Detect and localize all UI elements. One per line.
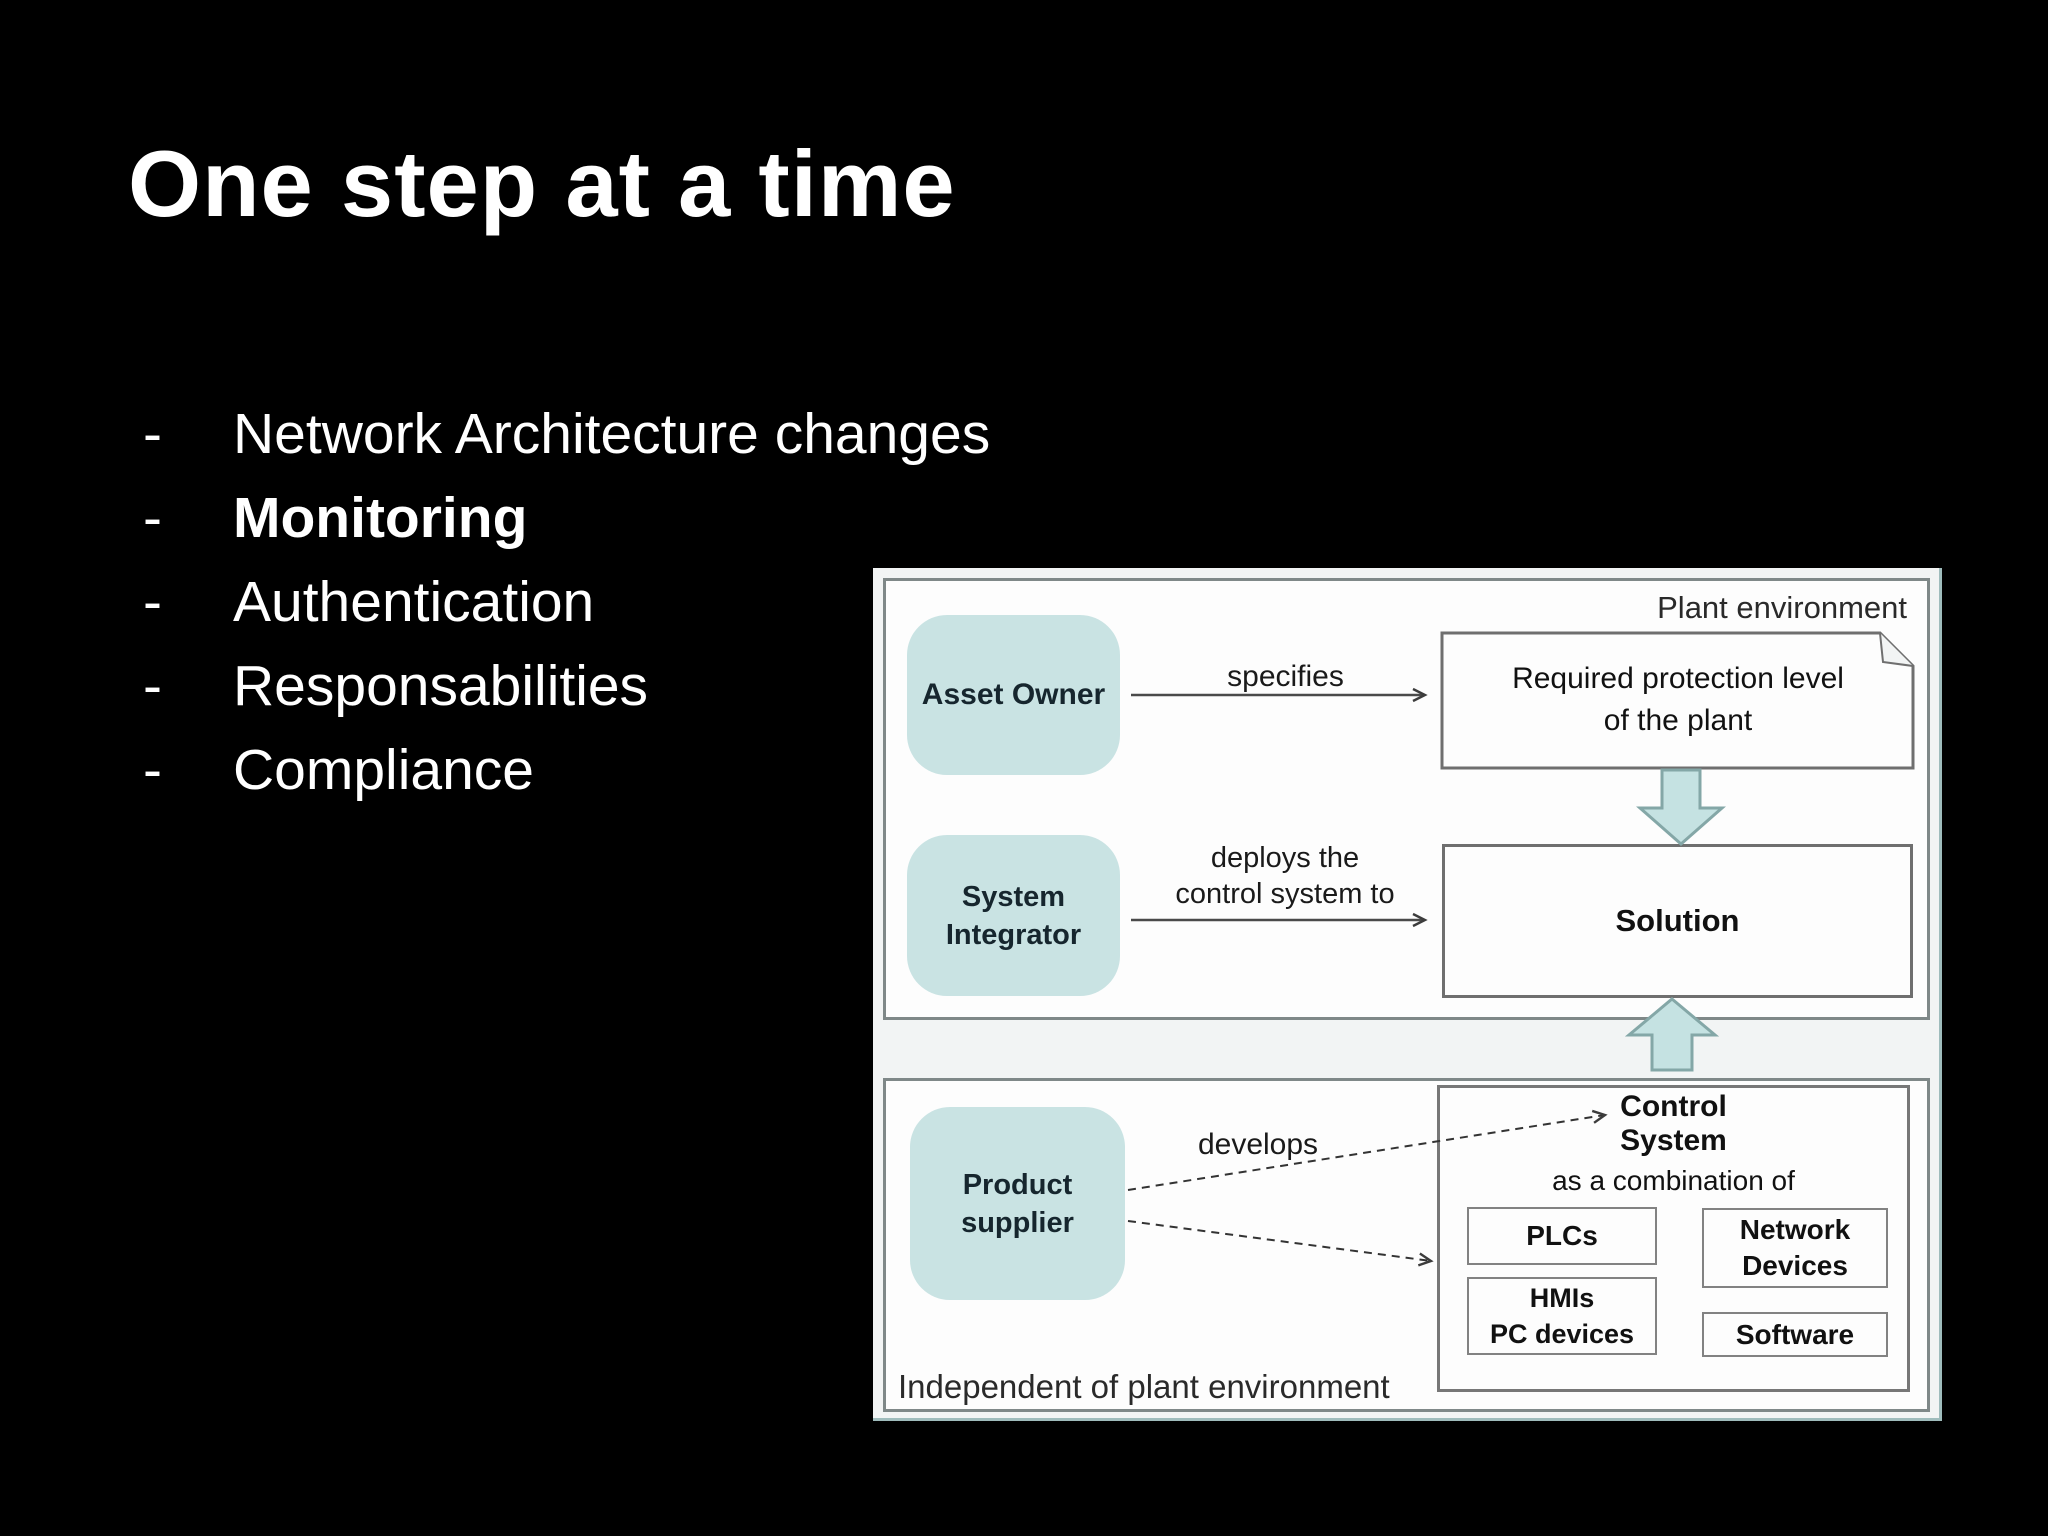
bullet-item-4: - Compliance xyxy=(143,728,990,812)
hmis-box: HMIs PC devices xyxy=(1467,1277,1657,1355)
deploys-line1: deploys the xyxy=(1210,842,1360,874)
bullet-text: Compliance xyxy=(233,738,534,802)
network-line2: Devices xyxy=(1742,1250,1848,1281)
software-box: Software xyxy=(1702,1312,1888,1357)
product-supplier-box: Product supplier xyxy=(910,1107,1125,1300)
system-integrator-box: System Integrator xyxy=(907,835,1120,996)
hmis-line1: HMIs xyxy=(1529,1283,1595,1313)
asset-owner-box: Asset Owner xyxy=(907,615,1120,775)
software-label: Software xyxy=(1735,1318,1855,1350)
develops-label: develops xyxy=(1197,1128,1319,1161)
specifies-label: specifies xyxy=(1227,660,1344,693)
required-protection-text: Required protection level of the plant xyxy=(1448,658,1908,742)
system-line: System xyxy=(1620,1124,1727,1157)
plcs-box: PLCs xyxy=(1467,1207,1657,1265)
bullet-item-0: - Network Architecture changes xyxy=(143,392,990,476)
system-integrator-line2: Integrator xyxy=(945,918,1082,951)
bullet-item-2: - Authentication xyxy=(143,560,990,644)
deploys-line2: control system to xyxy=(1175,878,1395,910)
required-line2: of the plant xyxy=(1603,704,1753,737)
bullet-dash: - xyxy=(143,570,162,634)
bullet-item-3: - Responsabilities xyxy=(143,644,990,728)
bullet-dash: - xyxy=(143,654,162,718)
plcs-label: PLCs xyxy=(1526,1220,1598,1251)
process-diagram: Asset Owner System Integrator Product su… xyxy=(873,568,1942,1421)
bullet-text: Authentication xyxy=(233,570,595,634)
asset-owner-label: Asset Owner xyxy=(921,678,1106,711)
combination-line: as a combination of xyxy=(1552,1165,1795,1196)
page-title: One step at a time xyxy=(128,131,956,236)
bullet-text: Network Architecture changes xyxy=(233,402,991,466)
bullet-dash: - xyxy=(143,402,162,466)
deploys-label: deploys the control system to xyxy=(1135,840,1435,912)
solution-label: Solution xyxy=(1615,903,1740,938)
control-line: Control xyxy=(1620,1090,1727,1123)
product-supplier-line2: supplier xyxy=(961,1206,1074,1239)
system-integrator-line1: System xyxy=(961,880,1066,913)
bullet-list: - Network Architecture changes - Monitorin… xyxy=(143,392,990,812)
plant-environment-label: Plant environment xyxy=(1657,590,1907,625)
bullet-dash: - xyxy=(143,486,162,550)
control-system-title: Control System as a combination of xyxy=(1437,1090,1910,1198)
hmis-line2: PC devices xyxy=(1489,1319,1635,1349)
bullet-text: Responsabilities xyxy=(233,654,649,718)
network-line1: Network xyxy=(1739,1214,1851,1245)
product-supplier-line1: Product xyxy=(962,1168,1073,1201)
bullet-item-1: - Monitoring xyxy=(143,476,990,560)
bullet-text: Monitoring xyxy=(233,486,528,550)
solution-box: Solution xyxy=(1442,844,1913,998)
independent-label: Independent of plant environment xyxy=(898,1368,1390,1405)
required-line1: Required protection level xyxy=(1512,662,1844,695)
network-devices-box: Network Devices xyxy=(1702,1208,1888,1288)
bullet-dash: - xyxy=(143,738,162,802)
